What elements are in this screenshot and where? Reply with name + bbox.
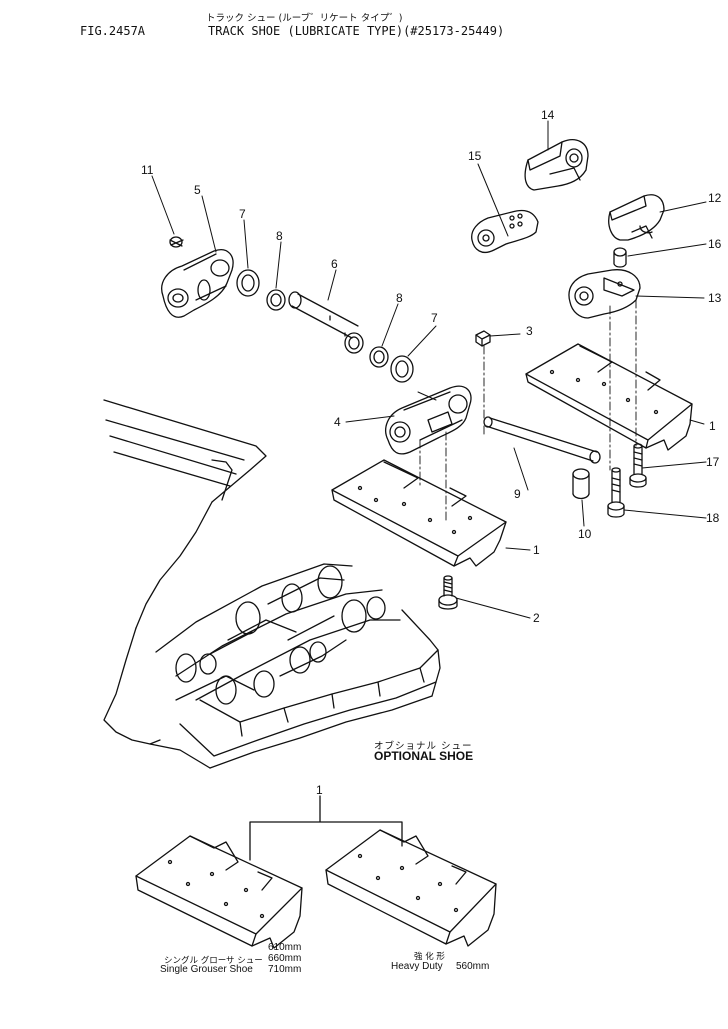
single-grouser-label-jp: シングル グローサ シュー <box>164 956 263 966</box>
title-japanese: トラック シュー (ルーブ゛リケート タイプ゛) <box>206 13 403 24</box>
part-number-label: 11 <box>141 163 154 177</box>
part-number-label: 12 <box>708 191 722 205</box>
part-number-label: 5 <box>194 183 201 197</box>
part-number-label: 15 <box>468 149 482 163</box>
ring-part-8-right <box>370 347 388 367</box>
part-number-label: 1 <box>533 543 540 557</box>
part-number-label: 7 <box>239 207 246 221</box>
part-number-label: 17 <box>706 455 720 469</box>
part-number-label: 16 <box>708 237 722 251</box>
part-number-label: 18 <box>706 511 720 525</box>
part-number-label: 6 <box>331 257 338 271</box>
seal-part-7-right <box>391 356 413 382</box>
optional-shoe-label-jp: オブショナル シュー <box>374 741 473 752</box>
spacer-part-10 <box>573 469 589 499</box>
single-grouser-size-3: 710mm <box>268 964 302 975</box>
figure-number: FIG.2457A <box>80 24 146 38</box>
part-number-label: 7 <box>431 311 438 325</box>
part-number-label: 10 <box>578 527 592 541</box>
pin-part-9 <box>484 417 600 463</box>
plug-part-16 <box>614 248 626 267</box>
master-link-part-13 <box>569 270 640 318</box>
part-number-label: 4 <box>334 415 341 429</box>
single-grouser-size-1: 610mm <box>268 942 302 953</box>
part-number-label: 2 <box>533 611 540 625</box>
single-grouser-label: Single Grouser Shoe <box>160 964 253 975</box>
plug-part-11 <box>170 237 183 247</box>
nut-part-3 <box>476 331 490 346</box>
part-number-label: 3 <box>526 324 533 338</box>
master-link-part-12 <box>609 195 664 240</box>
optional-shoe-bracket <box>250 796 402 860</box>
part-number-label: 14 <box>541 108 555 122</box>
bolt-part-18 <box>608 468 624 517</box>
part-number-labels: 11 5 7 8 6 8 7 3 4 15 14 12 16 13 1 9 10… <box>141 108 722 797</box>
part-number-label: 13 <box>708 291 722 305</box>
alignment-lines <box>420 300 636 520</box>
bolt-part-2 <box>439 576 457 609</box>
link-part-5 <box>162 250 233 318</box>
master-link-part-14 <box>525 140 588 190</box>
leader-lines <box>152 121 706 618</box>
figure-title: TRACK SHOE (LUBRICATE TYPE)(#25173-25449… <box>208 24 505 38</box>
part-number-label: 1 <box>709 419 716 433</box>
heavy-duty-label-jp: 強 化 形 <box>414 952 445 962</box>
single-grouser-size-2: 660mm <box>268 953 302 964</box>
shoe-upper-right <box>526 344 692 450</box>
part-number-label: 8 <box>276 229 283 243</box>
part-number-label: 8 <box>396 291 403 305</box>
seal-part-7-left <box>237 270 259 296</box>
part-number-label: 1 <box>316 783 323 797</box>
shoe-single-grouser <box>136 836 302 948</box>
shoe-heavy-duty <box>326 830 496 946</box>
heavy-duty-size: 560mm <box>456 961 490 972</box>
shoe-center <box>332 460 506 566</box>
bolt-part-17 <box>630 444 646 487</box>
ring-part-8-left <box>267 290 285 310</box>
track-assembly-view <box>104 400 440 768</box>
heavy-duty-label: Heavy Duty <box>391 961 443 972</box>
part-number-label: 9 <box>514 487 521 501</box>
optional-shoe-label: OPTIONAL SHOE <box>374 749 474 763</box>
master-link-part-15 <box>472 210 538 252</box>
bushing-part-6 <box>289 292 363 353</box>
link-part-4 <box>386 386 471 454</box>
